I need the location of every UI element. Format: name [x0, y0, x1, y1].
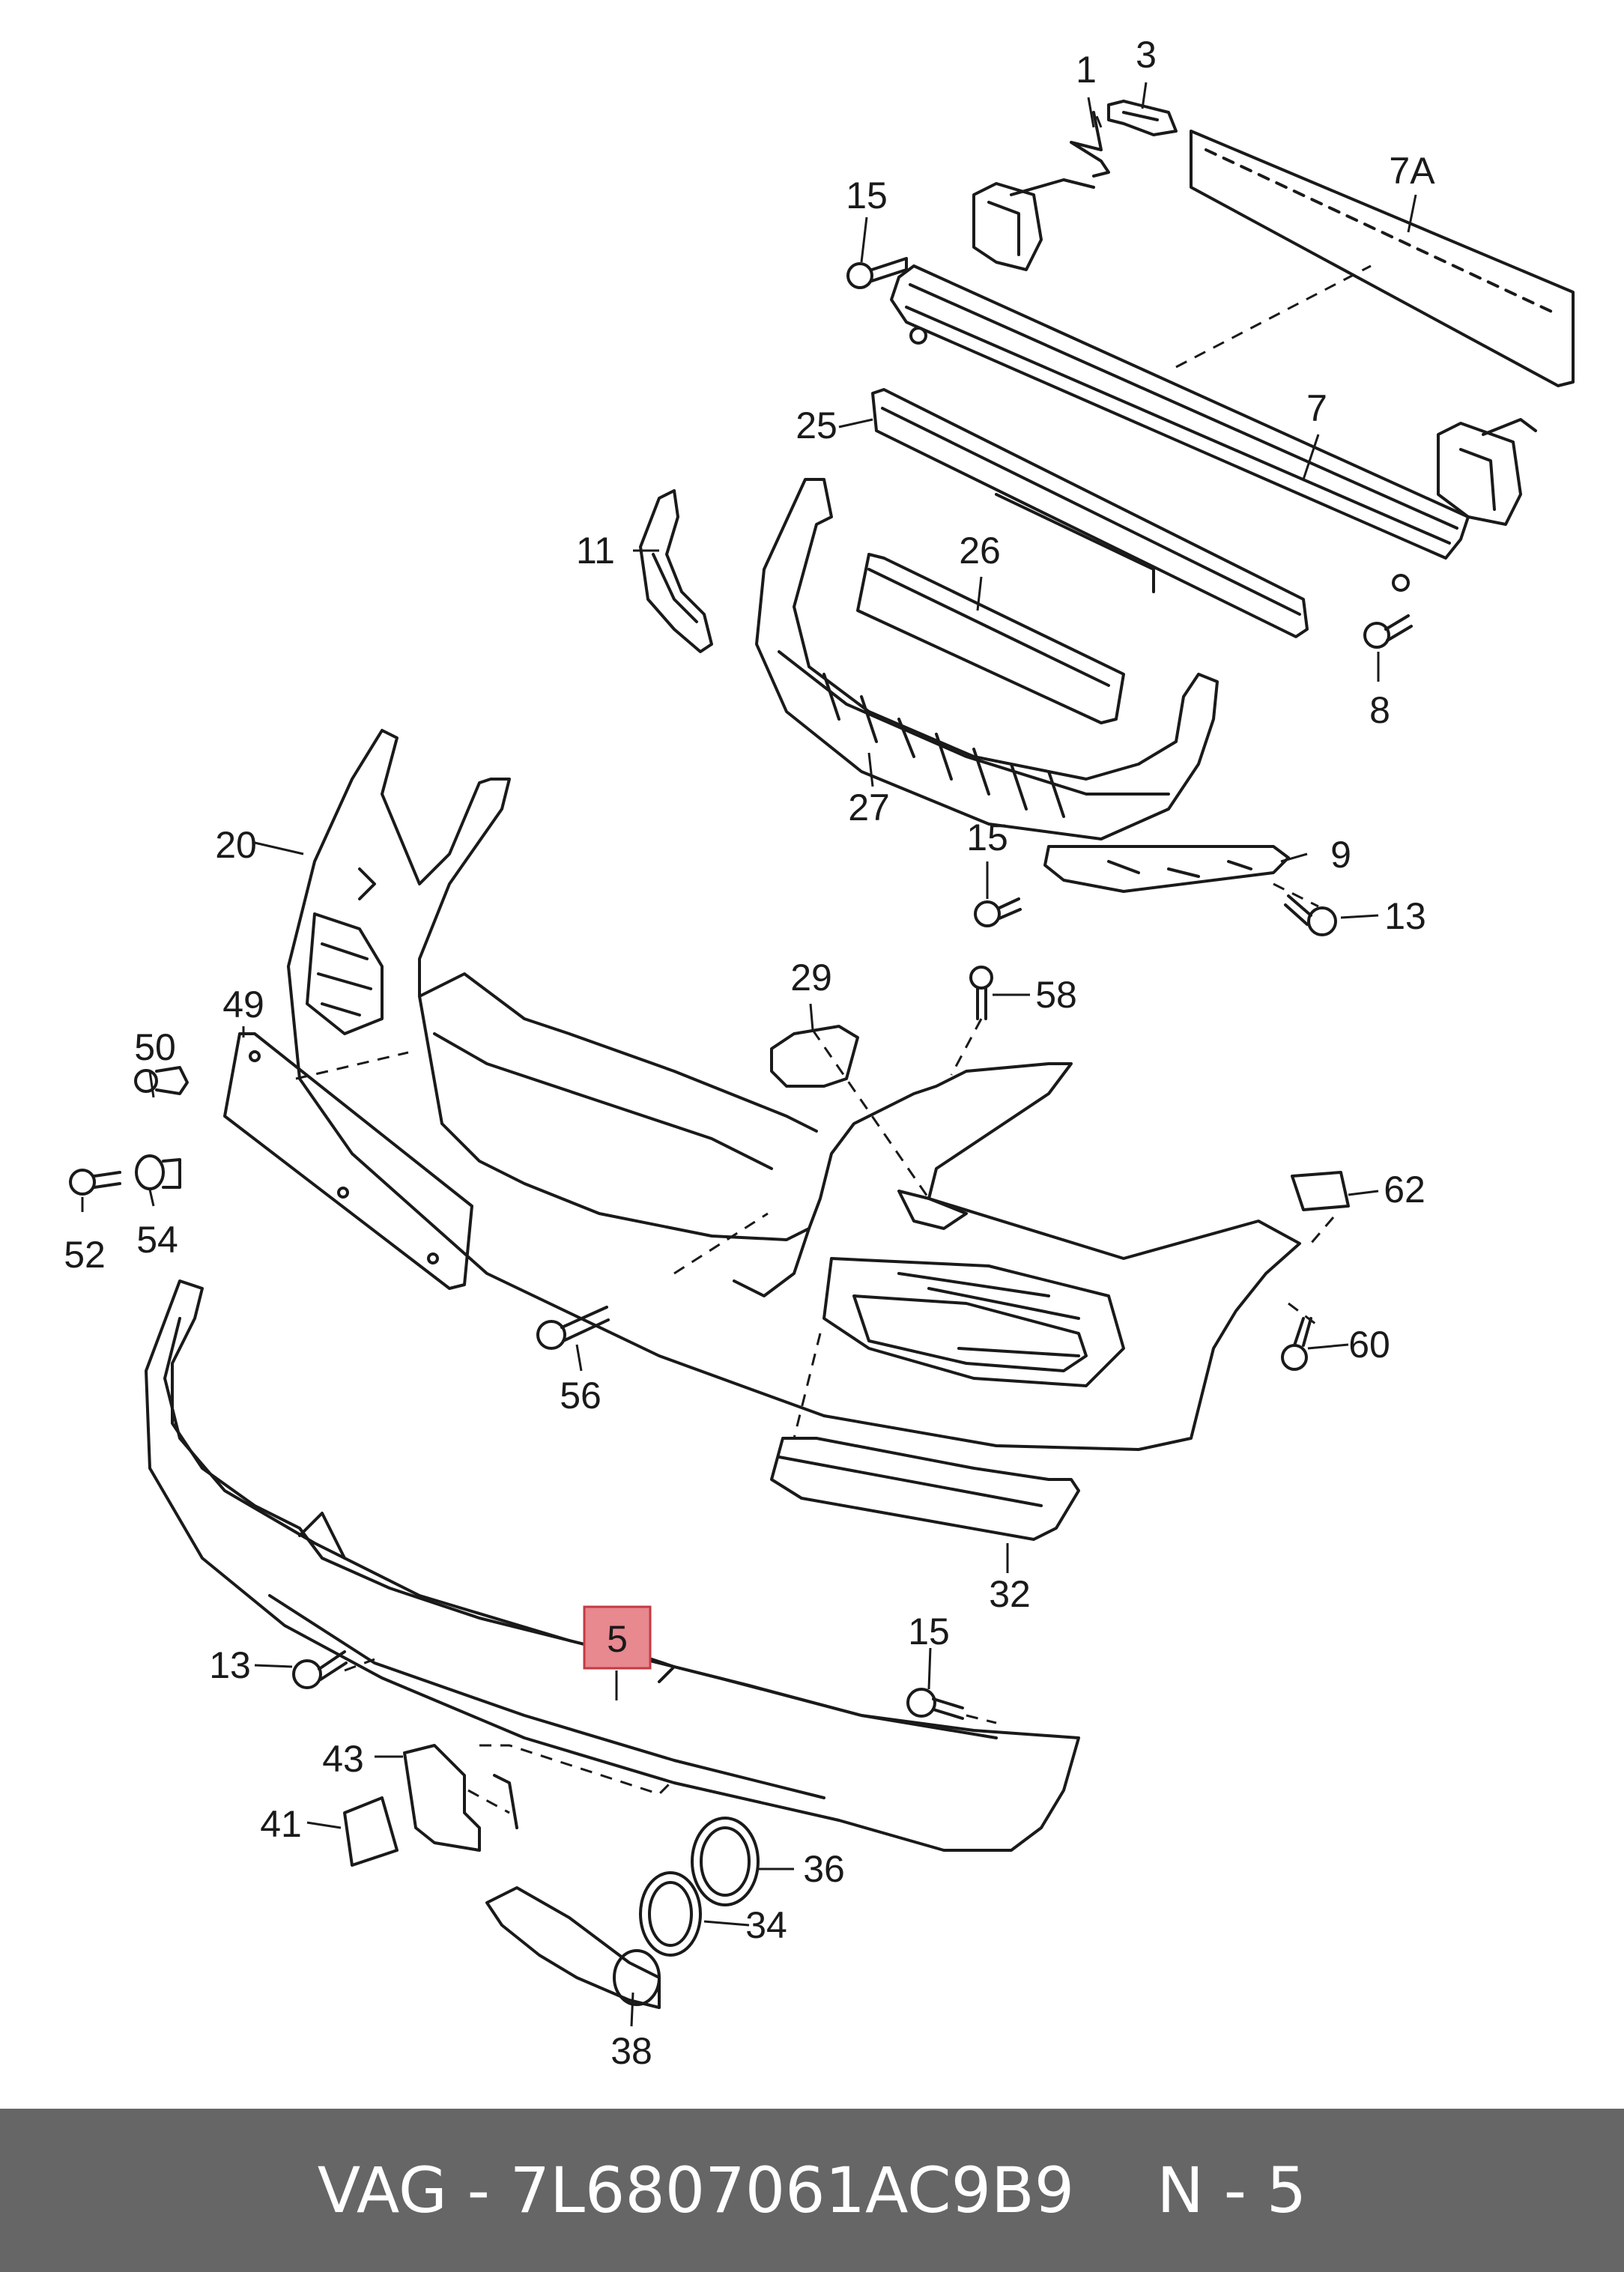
- callout-13: 13: [209, 1644, 251, 1686]
- callout-7a: 7A: [1389, 150, 1435, 192]
- callout-3: 3: [1136, 34, 1157, 76]
- part-7-crossmember: [890, 178, 1537, 592]
- part-41-cap: [343, 1796, 399, 1867]
- callout-36: 36: [803, 1848, 845, 1890]
- part-38-grille-trim: [485, 1886, 661, 2009]
- callout-20: 20: [215, 824, 257, 866]
- callout-58: 58: [1035, 974, 1077, 1016]
- callout-38: 38: [610, 2030, 652, 2072]
- part-3-bracket: [1107, 100, 1178, 136]
- part-26-bracket: [856, 553, 1125, 724]
- callout-9: 9: [1330, 834, 1351, 876]
- part-43-bracket: [403, 1744, 518, 1852]
- callout-15: 15: [908, 1611, 950, 1652]
- callout-26: 26: [959, 530, 1001, 572]
- callout-15: 15: [966, 817, 1008, 858]
- fastener-15-top: [846, 257, 908, 289]
- footer-part-number: VAG - 7L6807061AC9B9: [317, 2154, 1075, 2227]
- fastener-15-mid: [974, 897, 1022, 927]
- part-1-clip: [1070, 111, 1110, 178]
- fastener-50: [134, 1066, 189, 1095]
- part-36-ring: [691, 1817, 760, 1906]
- fastener-13-top: [1284, 894, 1337, 936]
- part-11-bracket: [639, 489, 713, 653]
- callout-5-highlighted: 5: [607, 1618, 628, 1660]
- fastener-56: [536, 1306, 610, 1350]
- callout-56: 56: [560, 1375, 602, 1417]
- leader-lines: [81, 82, 1417, 2027]
- footer-bar: VAG - 7L6807061AC9B9 N - 5: [0, 2109, 1624, 2272]
- callout-32: 32: [989, 1573, 1031, 1615]
- callout-60: 60: [1348, 1324, 1390, 1366]
- assembly-lines: [295, 108, 1372, 1814]
- callout-13: 13: [1384, 895, 1426, 937]
- part-25-strip: [871, 388, 1309, 638]
- fastener-62: [1291, 1171, 1350, 1211]
- fastener-52: [69, 1169, 121, 1196]
- part-7a-panel: [1190, 130, 1575, 387]
- part-29-cap: [770, 1025, 859, 1088]
- part-34-ring: [639, 1871, 702, 1957]
- fastener-54: [135, 1154, 181, 1190]
- callout-52: 52: [64, 1234, 106, 1276]
- part-9-bracket: [1043, 845, 1290, 893]
- fastener-60: [1281, 1317, 1312, 1371]
- callout-62: 62: [1384, 1169, 1425, 1211]
- part-32-strip: [770, 1437, 1080, 1541]
- callout-27: 27: [848, 787, 890, 828]
- fastener-15-low: [906, 1688, 964, 1720]
- callout-8: 8: [1369, 689, 1390, 731]
- callout-1: 1: [1076, 49, 1097, 91]
- callout-43: 43: [322, 1738, 364, 1780]
- callout-11: 11: [576, 530, 615, 572]
- callout-41: 41: [260, 1803, 302, 1845]
- fastener-8: [1363, 614, 1413, 649]
- part-20-bumper-cover: [287, 729, 1301, 1451]
- callout-highlight-box: [583, 1605, 652, 1670]
- callout-labels: 1 3 7A 15 7 25 8 11 26 27 20 15 9 13 29 …: [64, 34, 1435, 2072]
- callout-29: 29: [790, 957, 832, 999]
- parts-diagram: 1 3 7A 15 7 25 8 11 26 27 20 15 9 13 29 …: [64, 34, 1575, 2072]
- callout-15: 15: [846, 175, 888, 216]
- callout-25: 25: [796, 405, 837, 446]
- fasteners: [69, 257, 1413, 1720]
- callout-50: 50: [134, 1026, 176, 1068]
- part-49-plate: [223, 1032, 473, 1290]
- callout-54: 54: [136, 1219, 178, 1261]
- part-27-absorber: [755, 478, 1219, 840]
- fastener-13-low: [292, 1650, 348, 1689]
- callout-34: 34: [745, 1904, 787, 1946]
- fastener-58: [969, 966, 993, 1020]
- footer-position: N - 5: [1157, 2154, 1307, 2227]
- callout-49: 49: [222, 984, 264, 1026]
- part-5-lower-spoiler: [145, 1279, 1080, 1852]
- callout-7: 7: [1306, 387, 1327, 429]
